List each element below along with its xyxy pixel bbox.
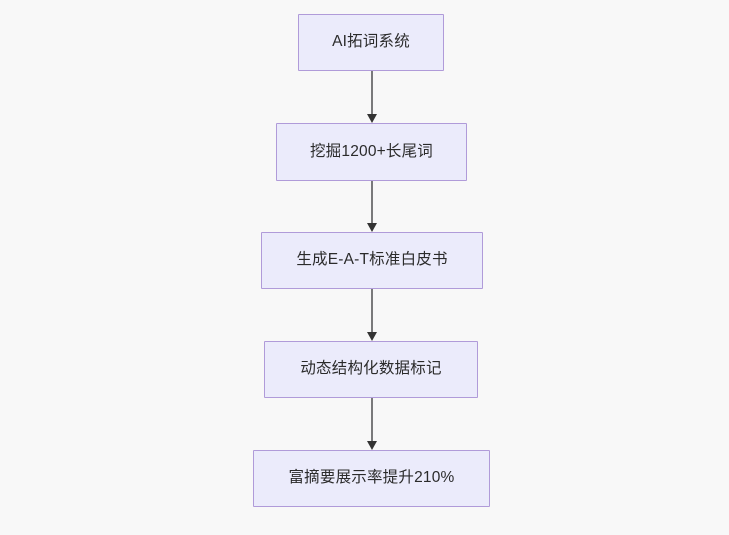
arrow-down-icon [367, 332, 377, 341]
flow-edge-arrow-4 [367, 398, 377, 450]
flow-node-dynamic-structured-data-markup[interactable]: 动态结构化数据标记 [264, 341, 478, 398]
arrow-down-icon [367, 114, 377, 123]
flow-node-ai-keyword-system[interactable]: AI拓词系统 [298, 14, 444, 71]
flow-edge-arrow-2 [367, 181, 377, 232]
arrow-down-icon [367, 441, 377, 450]
flow-node-label: 富摘要展示率提升210% [288, 469, 455, 487]
flow-node-label: 动态结构化数据标记 [300, 360, 442, 378]
edge-line [371, 71, 373, 115]
flow-edge-arrow-1 [367, 71, 377, 123]
flow-node-label: 生成E-A-T标准白皮书 [296, 251, 448, 269]
arrow-down-icon [367, 223, 377, 232]
flow-node-generate-eat-whitepaper[interactable]: 生成E-A-T标准白皮书 [261, 232, 483, 289]
flow-edge-arrow-3 [367, 289, 377, 341]
flow-node-mine-longtail-keywords[interactable]: 挖掘1200+长尾词 [276, 123, 467, 181]
flow-node-label: 挖掘1200+长尾词 [309, 142, 434, 160]
edge-line [371, 181, 373, 224]
flow-node-rich-snippet-uplift[interactable]: 富摘要展示率提升210% [253, 450, 490, 507]
edge-line [371, 289, 373, 333]
flow-node-label: AI拓词系统 [332, 33, 410, 51]
edge-line [371, 398, 373, 442]
